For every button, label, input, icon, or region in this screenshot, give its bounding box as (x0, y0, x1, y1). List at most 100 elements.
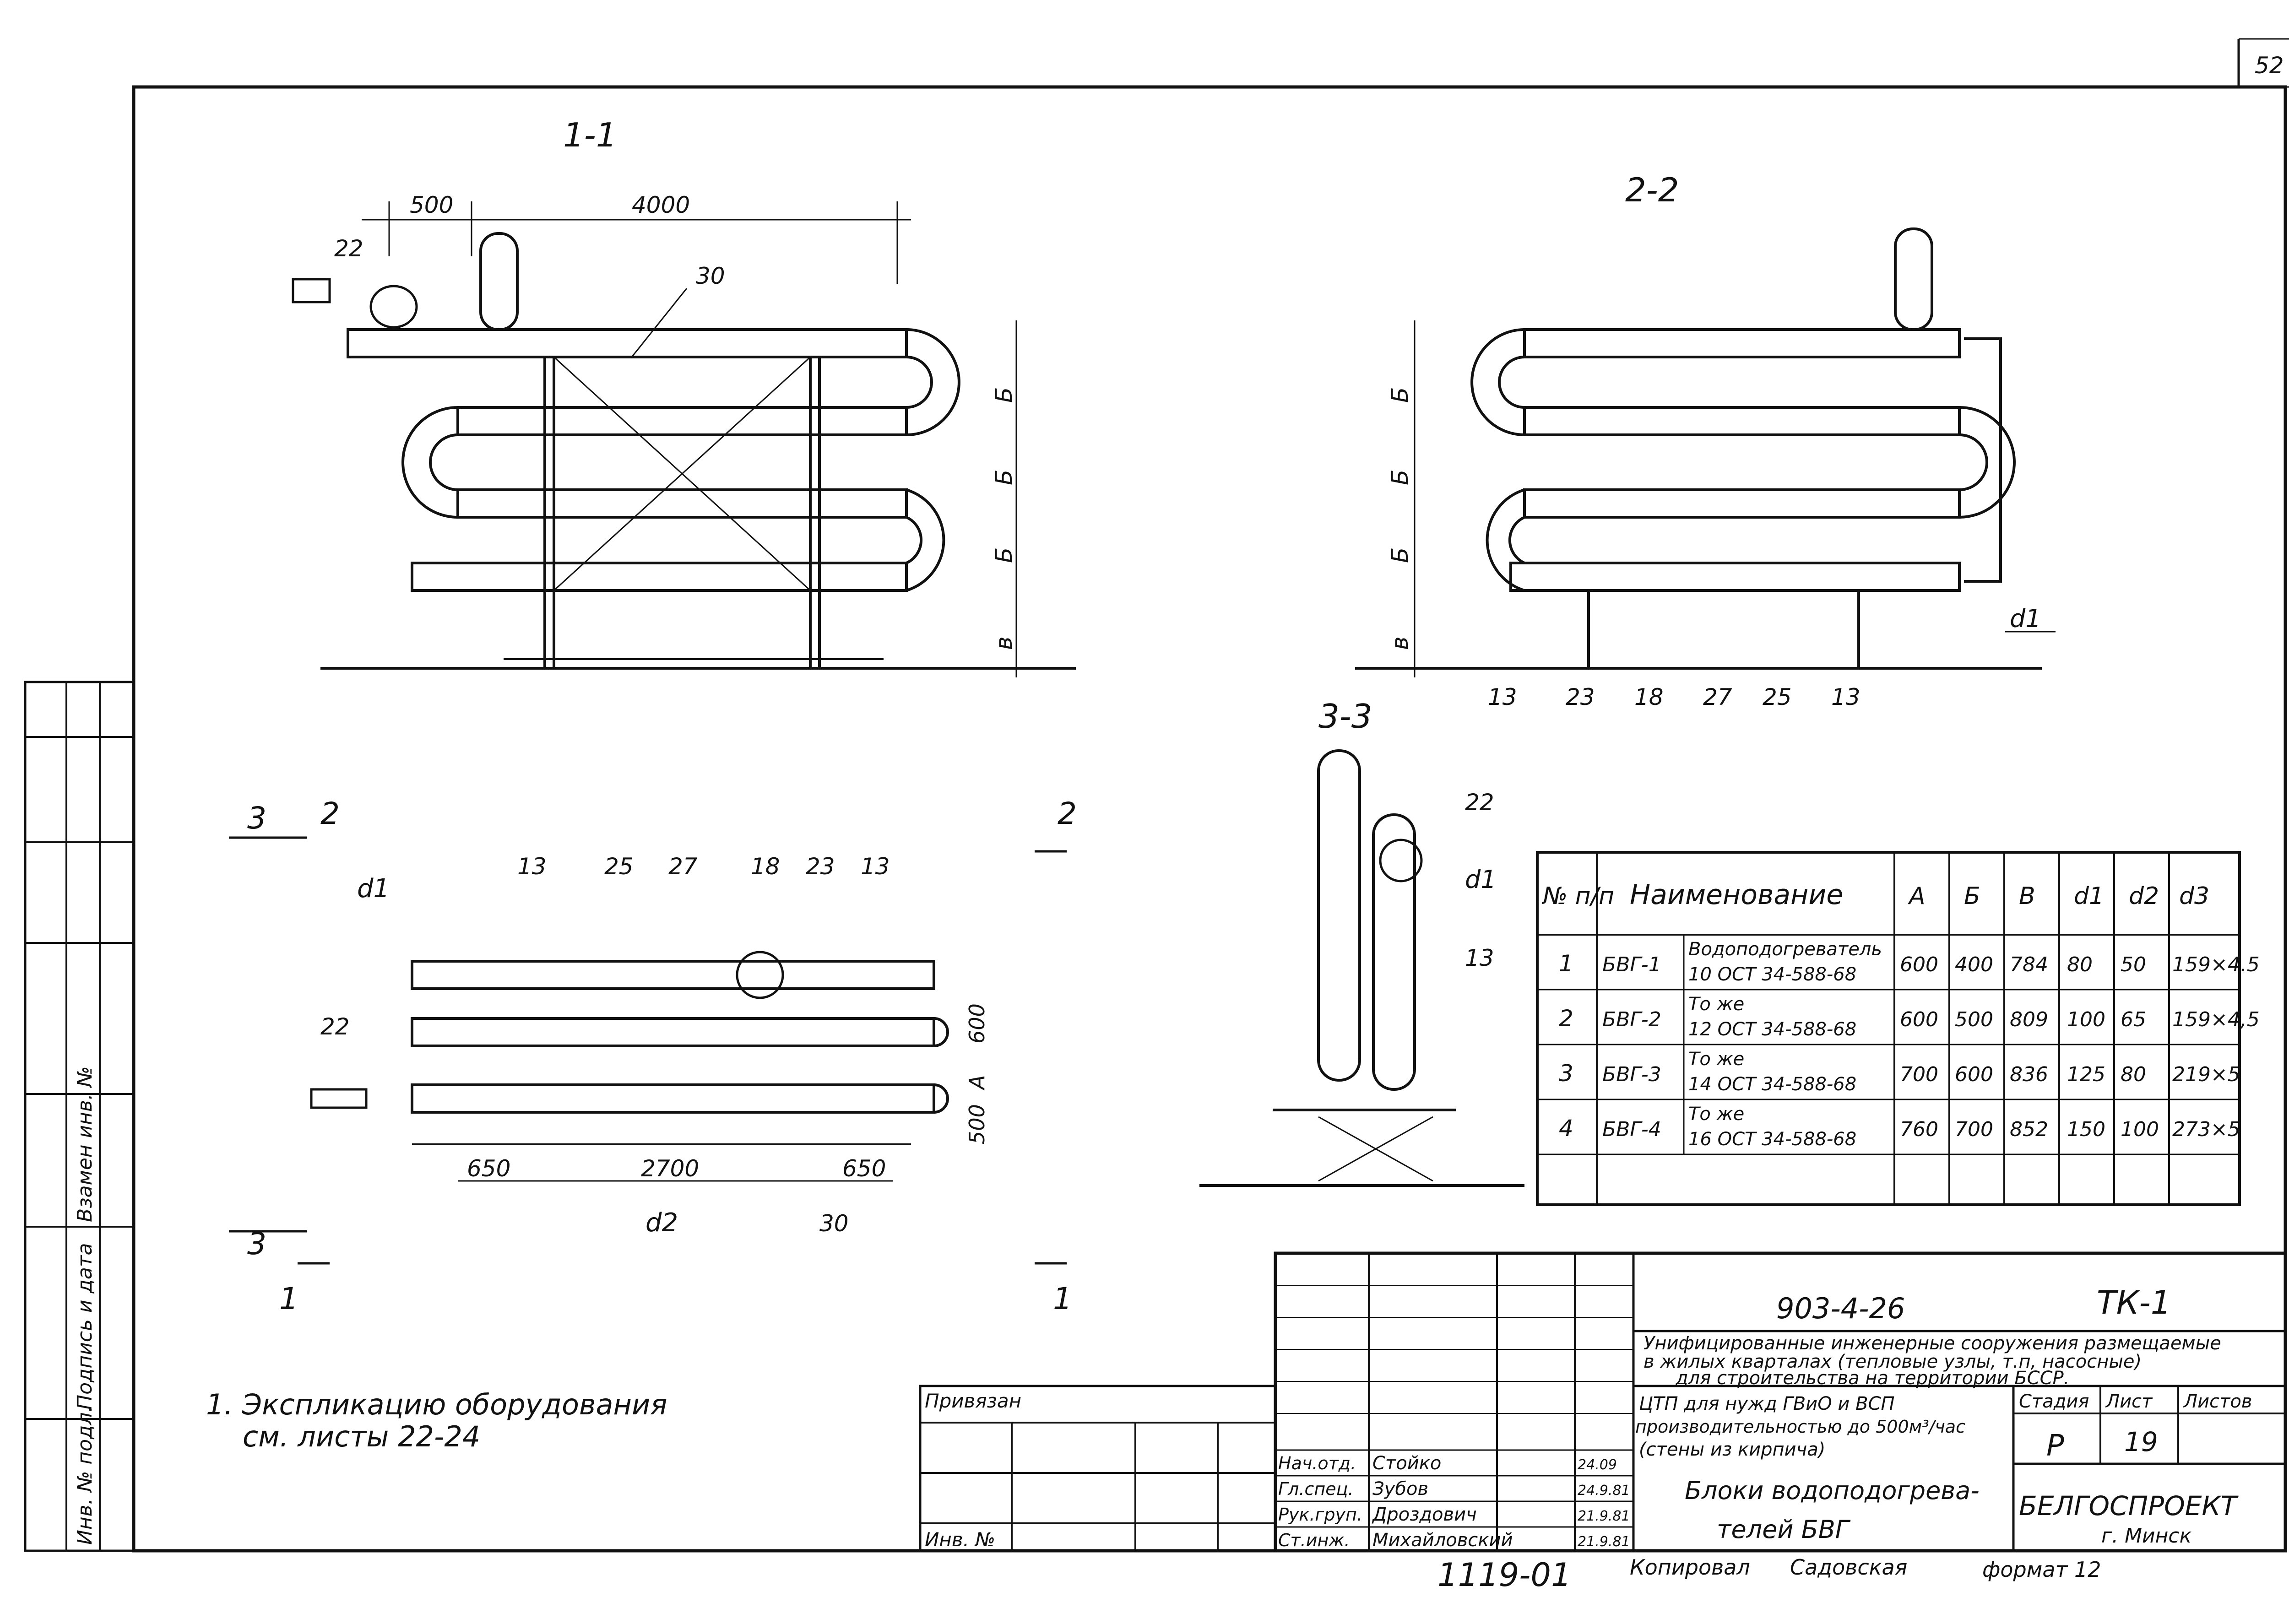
stage-label: Стадия (2019, 1391, 2089, 1412)
copied-by: Садовская (1790, 1555, 1907, 1580)
dim-500: 500 (410, 192, 453, 218)
table-cell: 760 (1900, 1118, 1938, 1141)
table-cell: 3 (1559, 1060, 1573, 1087)
sheet-frame: 52 (132, 38, 2289, 1553)
view-section-3-3: 3-3 22 d1 13 (1199, 697, 1524, 1187)
doc-mark: ТК-1 (2097, 1284, 2171, 1321)
dim-d1-c: d1 (1465, 865, 1497, 894)
table-header-cell: В (2019, 882, 2035, 910)
callout-13-a: 13 (1488, 684, 1517, 710)
dim-600: 600 (965, 1003, 989, 1044)
table-header-cell: d3 (2179, 882, 2209, 910)
left-stamp-strip: Инв. № подл. Подпись и дата Взамен инв. … (24, 681, 135, 1552)
note-line-2: см. листы 22-24 (243, 1420, 480, 1453)
privyazan-label: Привязан (925, 1390, 1021, 1412)
plan-mark-2-left: 2 (320, 796, 340, 831)
callout-30-b: 30 (819, 1210, 849, 1237)
dim-b-5: Б (1387, 470, 1413, 485)
object-line-2: производительностью до 500м³/час (1635, 1417, 1965, 1437)
description-line-2: в жилых кварталах (тепловые узлы, т.п, н… (1644, 1351, 2142, 1372)
callout-13-d: 13 (861, 853, 890, 880)
dim-a: A (965, 1075, 989, 1091)
signature-name: Зубов (1372, 1478, 1428, 1499)
org-name: БЕЛГОСПРОЕКТ (2019, 1490, 2239, 1521)
table-cell: 809 (2010, 1008, 2048, 1031)
table-header-cell: A (1908, 882, 1926, 910)
table-cell: 600 (1955, 1063, 1993, 1086)
table-cell: 159×4,5 (2172, 1008, 2260, 1031)
dim-d2: d2 (645, 1208, 678, 1238)
format-label: формат 12 (1982, 1557, 2101, 1582)
table-cell: 12 ОСТ 34-588-68 (1688, 1019, 1856, 1040)
callout-27-a: 27 (1703, 684, 1732, 710)
object-line-1: ЦТП для нужд ГВиО и ВСП (1639, 1393, 1895, 1414)
table-cell: 700 (1955, 1118, 1993, 1141)
note-block: 1. Экспликацию оборудования см. листы 22… (206, 1388, 667, 1453)
table-cell: То же (1688, 1049, 1744, 1070)
table-cell: 16 ОСТ 34-588-68 (1688, 1129, 1856, 1150)
table-cell: 1 (1559, 950, 1573, 977)
sheet-number: 52 (2255, 52, 2284, 79)
table-cell: То же (1688, 994, 1744, 1015)
signature-role: Рук.груп. (1278, 1505, 1362, 1525)
view-3-3-label: 3-3 (1318, 697, 1372, 736)
table-cell: 100 (2121, 1118, 2159, 1141)
view-plan: 3 2 2 3 1 1 650 2700 650 d1 d2 600 A 500… (229, 796, 1077, 1316)
org-city: г. Минск (2101, 1524, 2192, 1548)
vzamen-inv-label: Взамен инв. № (73, 1066, 97, 1222)
view-2-2-label: 2-2 (1625, 171, 1679, 209)
dim-b-6: Б (1387, 547, 1413, 563)
table-cell: 80 (2067, 953, 2093, 976)
signature-date: 24.9.81 (1578, 1483, 1630, 1499)
table-header-cell: Б (1964, 882, 1980, 910)
table-cell: Водоподогреватель (1688, 939, 1882, 960)
dim-500-b: 500 (965, 1104, 989, 1144)
dim-v-1: в (991, 637, 1017, 650)
dim-2700: 2700 (641, 1155, 699, 1182)
table-cell: 100 (2067, 1008, 2105, 1031)
table-cell: 600 (1900, 1008, 1938, 1031)
dim-650-a: 650 (467, 1155, 510, 1182)
dim-b-2: Б (991, 470, 1017, 485)
signature-role: Нач.отд. (1278, 1453, 1356, 1473)
table-cell: 784 (2010, 953, 2048, 976)
table-cell: БВГ-1 (1602, 953, 1661, 976)
sheet-label: Лист (2105, 1391, 2153, 1412)
callout-13-c: 13 (517, 853, 547, 880)
table-header-cell: Наименование (1630, 879, 1843, 911)
project-code: 903-4-26 (1776, 1292, 1905, 1325)
table-cell: 500 (1955, 1008, 1993, 1031)
table-cell: 50 (2121, 953, 2146, 976)
plan-mark-2-right: 2 (1058, 796, 1077, 831)
inv-no-label: Инв. № (925, 1528, 995, 1551)
table-header-cell: d2 (2129, 882, 2159, 910)
signature-date: 21.9.81 (1578, 1534, 1630, 1550)
signature-date: 24.09 (1578, 1457, 1617, 1473)
dim-b-3: Б (991, 547, 1017, 563)
callout-22-a: 22 (334, 235, 363, 262)
table-cell: 273×5 (2172, 1118, 2240, 1141)
plan-mark-1-left: 1 (279, 1281, 298, 1316)
description-line-3: для строительства на территории БССР. (1675, 1368, 2069, 1389)
table-cell: 159×4.5 (2172, 953, 2260, 976)
table-cell: 400 (1955, 953, 1993, 976)
table-cell: 4 (1559, 1115, 1573, 1142)
description-line-1: Унифицированные инженерные сооружения ра… (1644, 1333, 2221, 1354)
callout-13-b: 13 (1831, 684, 1860, 710)
table-cell: 219×5 (2172, 1063, 2240, 1086)
sheet-value: 19 (2124, 1426, 2158, 1457)
signature-name: Михайловский (1372, 1530, 1513, 1551)
table-cell: БВГ-3 (1602, 1063, 1661, 1086)
archive-number: 1119-01 (1437, 1556, 1571, 1594)
dim-d1-b: d1 (357, 874, 390, 904)
callout-18-b: 18 (751, 853, 780, 880)
plan-mark-3-top: 3 (247, 801, 266, 836)
podpis-data-label: Подпись и дата (73, 1243, 97, 1410)
table-cell: 2 (1559, 1005, 1573, 1032)
table-cell: 700 (1900, 1063, 1938, 1086)
table-cell: 836 (2010, 1063, 2048, 1086)
copied-label: Копировал (1630, 1555, 1750, 1580)
